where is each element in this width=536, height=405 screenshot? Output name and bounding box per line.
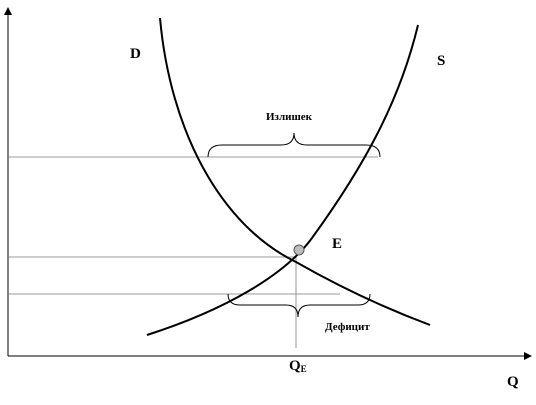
x-axis-label: Q [507, 374, 519, 390]
surplus-label: Излишек [266, 111, 313, 123]
equilibrium-label: E [332, 236, 342, 252]
equilibrium-point-marker [293, 244, 305, 256]
deficit-brace [227, 293, 371, 318]
equilibrium-quantity-subscript: E [301, 364, 307, 374]
demand-curve [159, 17, 431, 326]
supply-label: S [437, 53, 445, 69]
deficit-label: Дефицит [325, 321, 370, 333]
equilibrium-quantity-letter: Q [289, 358, 301, 374]
equilibrium-quantity-label: QE [289, 358, 307, 374]
supply-curve [146, 24, 419, 336]
surplus-brace [207, 132, 381, 158]
demand-label: D [130, 46, 141, 62]
